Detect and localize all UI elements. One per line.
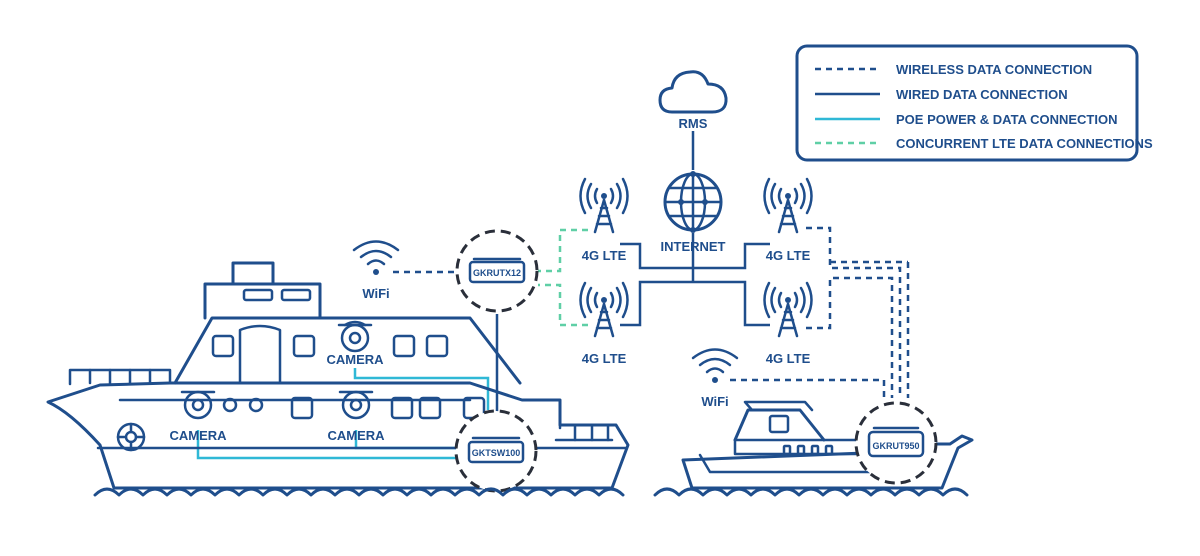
connections — [196, 131, 910, 460]
legend-wired-label: WIRED DATA CONNECTION — [896, 87, 1068, 102]
wifi-icon — [352, 240, 400, 275]
camera-icon — [337, 320, 373, 353]
switch-label: GKTSW100 — [472, 448, 521, 458]
lte-boat-link-1 — [806, 226, 902, 398]
lte-link-bottom — [538, 283, 588, 327]
globe-icon — [663, 171, 723, 233]
wifi-label-ship: WiFi — [362, 286, 389, 301]
life-ring-icon — [116, 422, 146, 452]
poe-bow-camera-link — [196, 430, 458, 460]
boat-wifi-link — [730, 378, 886, 400]
camera-label-mid: CAMERA — [327, 428, 385, 443]
camera-icon — [338, 390, 374, 420]
legend: WIRELESS DATA CONNECTION WIRED DATA CONN… — [795, 44, 1153, 162]
large-ship — [46, 261, 630, 490]
waves-small-boat — [653, 487, 969, 497]
wifi-icon — [691, 348, 739, 383]
lte-tower-icon — [763, 177, 813, 234]
legend-lte-label: CONCURRENT LTE DATA CONNECTIONS — [896, 136, 1153, 151]
poe-top-camera-link — [353, 368, 490, 410]
router-boat-label: GKRUT950 — [872, 441, 919, 451]
camera-label-top: CAMERA — [326, 352, 384, 367]
wifi-label-boat: WiFi — [701, 394, 728, 409]
router-boat-device: GKRUT950 — [854, 401, 938, 485]
internet-label: INTERNET — [661, 239, 726, 254]
lte-tower-icon — [579, 281, 629, 338]
lte-label-4: 4G LTE — [766, 351, 811, 366]
ship-hull — [46, 381, 630, 490]
lte-label-3: 4G LTE — [766, 248, 811, 263]
cloud-icon — [658, 70, 728, 114]
lte-link-top — [538, 228, 588, 273]
router-top-device: GKRUTX12 — [455, 229, 539, 313]
switch-device: GKTSW100 — [454, 409, 538, 493]
rms-label: RMS — [679, 116, 708, 131]
legend-box — [795, 44, 1139, 162]
lte-tower-icon — [579, 177, 629, 234]
ship-cabin — [173, 316, 522, 385]
lte-label-1: 4G LTE — [582, 248, 627, 263]
lte-tower-icon — [763, 281, 813, 338]
legend-wireless-label: WIRELESS DATA CONNECTION — [896, 62, 1092, 77]
lte-bus-bottom — [620, 280, 770, 327]
lte-label-2: 4G LTE — [582, 351, 627, 366]
camera-icon — [180, 390, 216, 420]
waves-large-ship — [93, 487, 625, 497]
router-top-label: GKRUTX12 — [473, 268, 521, 278]
lte-boat-link-2 — [806, 276, 894, 398]
legend-poe-label: POE POWER & DATA CONNECTION — [896, 112, 1117, 127]
camera-label-bow: CAMERA — [169, 428, 227, 443]
